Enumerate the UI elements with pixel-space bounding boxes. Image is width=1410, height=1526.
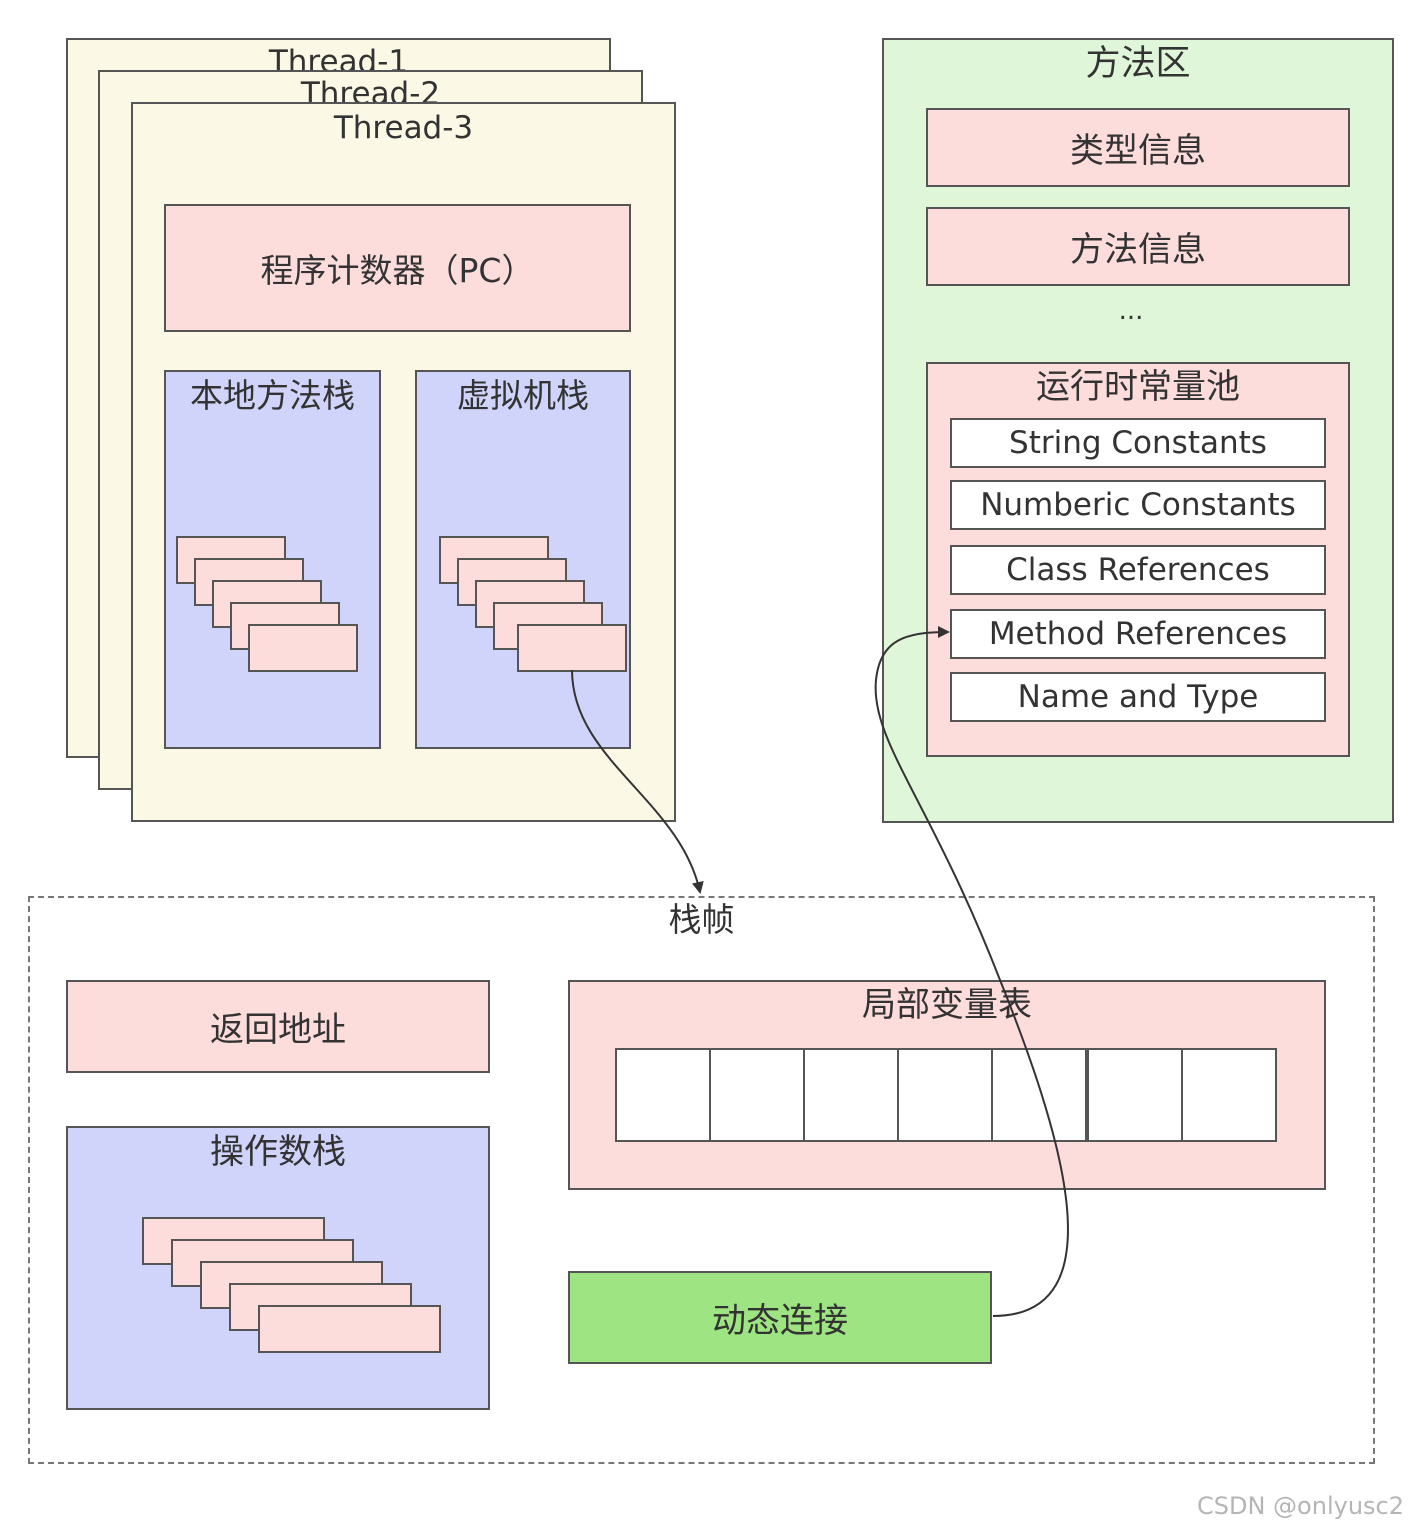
watermark: CSDN @onlyusc2 — [1197, 1492, 1404, 1520]
local-variable-table: 局部变量表 — [568, 980, 1326, 1190]
type-info-label: 类型信息 — [1070, 131, 1206, 171]
return-address-label: 返回地址 — [210, 1010, 346, 1050]
method-info-label: 方法信息 — [1070, 230, 1206, 270]
dynamic-link-box: 动态连接 — [568, 1271, 992, 1364]
runtime-constant-pool-title: 运行时常量池 — [1036, 367, 1240, 407]
dynamic-link-label: 动态连接 — [712, 1301, 848, 1341]
vm-stack: 虚拟机栈 — [415, 370, 631, 749]
local-variable-slot — [1181, 1048, 1277, 1142]
pool-item-method-references: Method References — [950, 609, 1326, 659]
local-variable-slot — [897, 1048, 993, 1142]
operand-stack-item — [258, 1305, 441, 1353]
vm-stack-label: 虚拟机栈 — [457, 376, 589, 415]
dynamic-link-to-method-ref-arrow — [874, 626, 1069, 1317]
native-method-stack: 本地方法栈 — [164, 370, 381, 749]
runtime-constant-pool: 运行时常量池 String Constants Numberic Constan… — [926, 362, 1350, 757]
operand-stack-label: 操作数栈 — [210, 1132, 346, 1172]
pool-item-string-constants: String Constants — [950, 418, 1326, 468]
local-variable-slots — [615, 1048, 1277, 1142]
pool-item-numberic-constants: Numberic Constants — [950, 480, 1326, 530]
local-variable-slot — [803, 1048, 899, 1142]
thread-3-label: Thread-3 — [333, 110, 474, 146]
pool-item-name-and-type: Name and Type — [950, 672, 1326, 722]
frame-to-stack-frame-arrow — [571, 669, 704, 894]
program-counter-label: 程序计数器（PC） — [260, 251, 535, 290]
stack-frame-title: 栈帧 — [668, 900, 735, 939]
return-address-box: 返回地址 — [66, 980, 490, 1073]
method-area-ellipsis: ... — [1118, 296, 1144, 326]
method-area-title: 方法区 — [1085, 44, 1191, 84]
local-variable-slot — [615, 1048, 711, 1142]
local-variable-slot — [1087, 1048, 1183, 1142]
method-info-box: 方法信息 — [926, 207, 1350, 286]
local-variable-slot — [991, 1048, 1087, 1142]
operand-stack: 操作数栈 — [66, 1126, 490, 1410]
pool-item-class-references: Class References — [950, 545, 1326, 595]
native-stack-frame — [248, 624, 358, 672]
stack-frame-region: 栈帧 — [28, 896, 1375, 1464]
native-method-stack-label: 本地方法栈 — [190, 376, 355, 415]
type-info-box: 类型信息 — [926, 108, 1350, 187]
program-counter-box: 程序计数器（PC） — [164, 204, 631, 332]
